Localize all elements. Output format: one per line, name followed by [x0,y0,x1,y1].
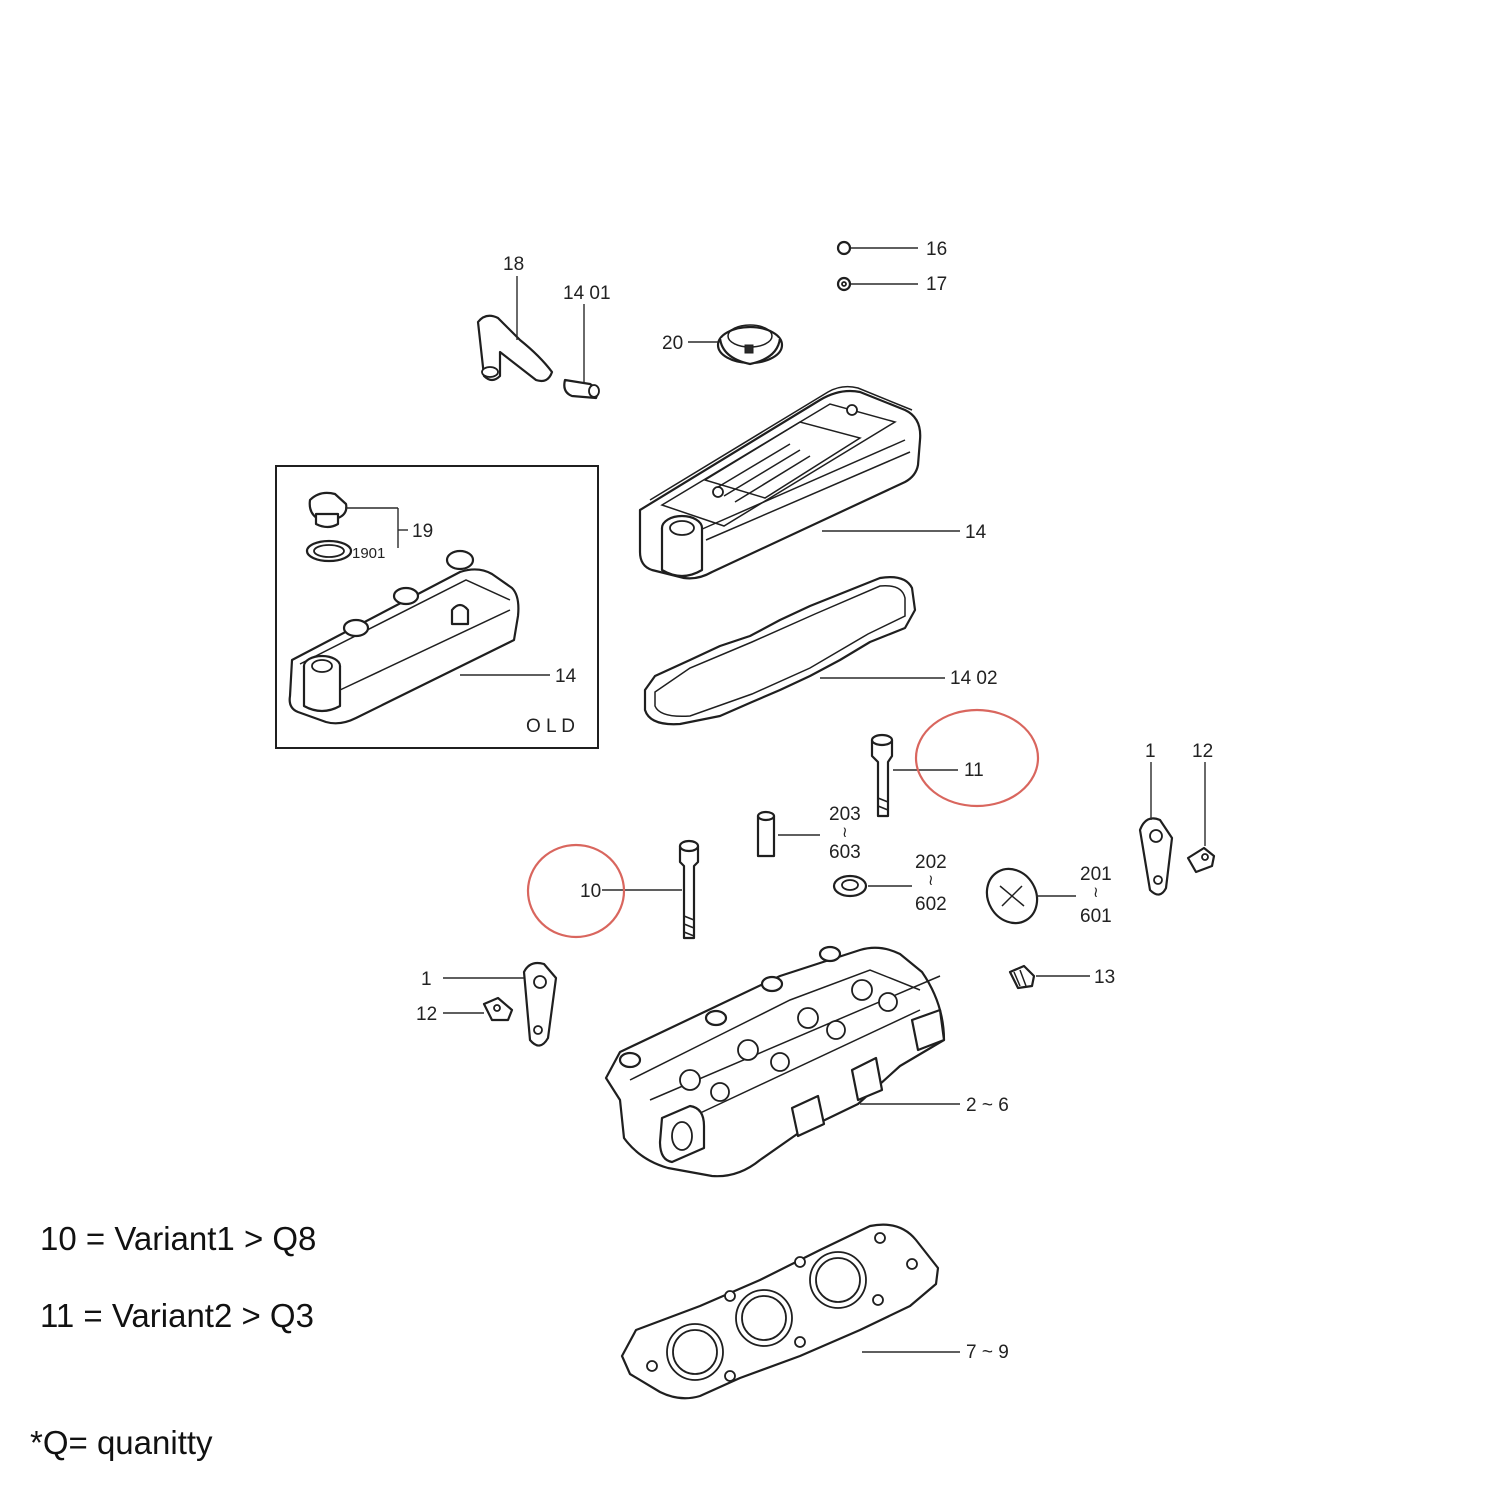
part-11-head-bolt [870,733,894,818]
callout-tilde-203: ≀ [842,824,848,841]
part-20-filler-cap [716,324,784,366]
note-variant1: 10 = Variant1 > Q8 [40,1220,317,1257]
callout-12-right: 12 [1192,741,1213,762]
callout-1-left: 1 [421,969,432,990]
part-1-lifting-bracket-right [1138,817,1174,896]
callout-202: 202 [915,852,947,873]
part-202-602-seal [832,874,868,898]
callout-1901: 1901 [352,545,385,562]
old-cover-inset: 19 1901 14 O L D [275,465,599,749]
part-12-bolt-left [482,996,514,1022]
callout-tilde-202: ≀ [928,872,934,889]
callout-14-old: 14 [555,666,577,687]
note-variant2: 11 = Variant2 > Q3 [40,1297,314,1334]
part-201-601-plug [985,867,1039,925]
callout-17: 17 [926,274,947,295]
callout-7-9: 7 ~ 9 [966,1342,1009,1363]
callout-2-6: 2 ~ 6 [966,1095,1009,1116]
callout-14-main: 14 [965,522,987,543]
old-label: O L D [526,716,575,737]
part-10-head-bolt [678,839,700,940]
callout-601: 601 [1080,906,1112,927]
callout-1401: 14 01 [563,283,611,304]
part-16-nut [836,240,852,256]
highlight-circle-10 [526,843,626,939]
part-19-oil-cap [308,491,348,529]
part-18-breather-hose [476,314,554,383]
part-1901-o-ring [305,539,353,563]
part-203-603-sleeve [756,810,776,858]
callout-13: 13 [1094,967,1115,988]
part-13-plug [1008,964,1036,990]
callout-603: 603 [829,842,861,863]
part-1401-fitting [563,378,600,400]
part-2-6-cylinder-head [604,945,946,1178]
callout-12-left: 12 [416,1004,437,1025]
highlight-circle-11 [914,708,1040,808]
part-14-old-rocker-cover [288,549,520,725]
callout-19: 19 [412,521,433,542]
part-1-lifting-bracket-left [522,961,558,1047]
part-17-washer [836,276,852,292]
part-12-bolt-right [1186,846,1216,874]
callout-1-right: 1 [1145,741,1156,762]
callout-tilde-201: ≀ [1093,884,1099,901]
callout-11: 11 [964,760,984,781]
note-quantity-legend: *Q= quanitty [30,1424,213,1461]
part-7-9-head-gasket [620,1223,940,1400]
callout-1402: 14 02 [950,668,998,689]
callout-10: 10 [580,881,601,902]
part-1402-cover-gasket [643,576,917,726]
callout-18: 18 [503,254,524,275]
callout-16: 16 [926,239,947,260]
callout-201: 201 [1080,864,1112,885]
part-14-rocker-cover [638,385,922,580]
callout-203: 203 [829,804,861,825]
callout-20: 20 [662,333,683,354]
callout-602: 602 [915,894,947,915]
